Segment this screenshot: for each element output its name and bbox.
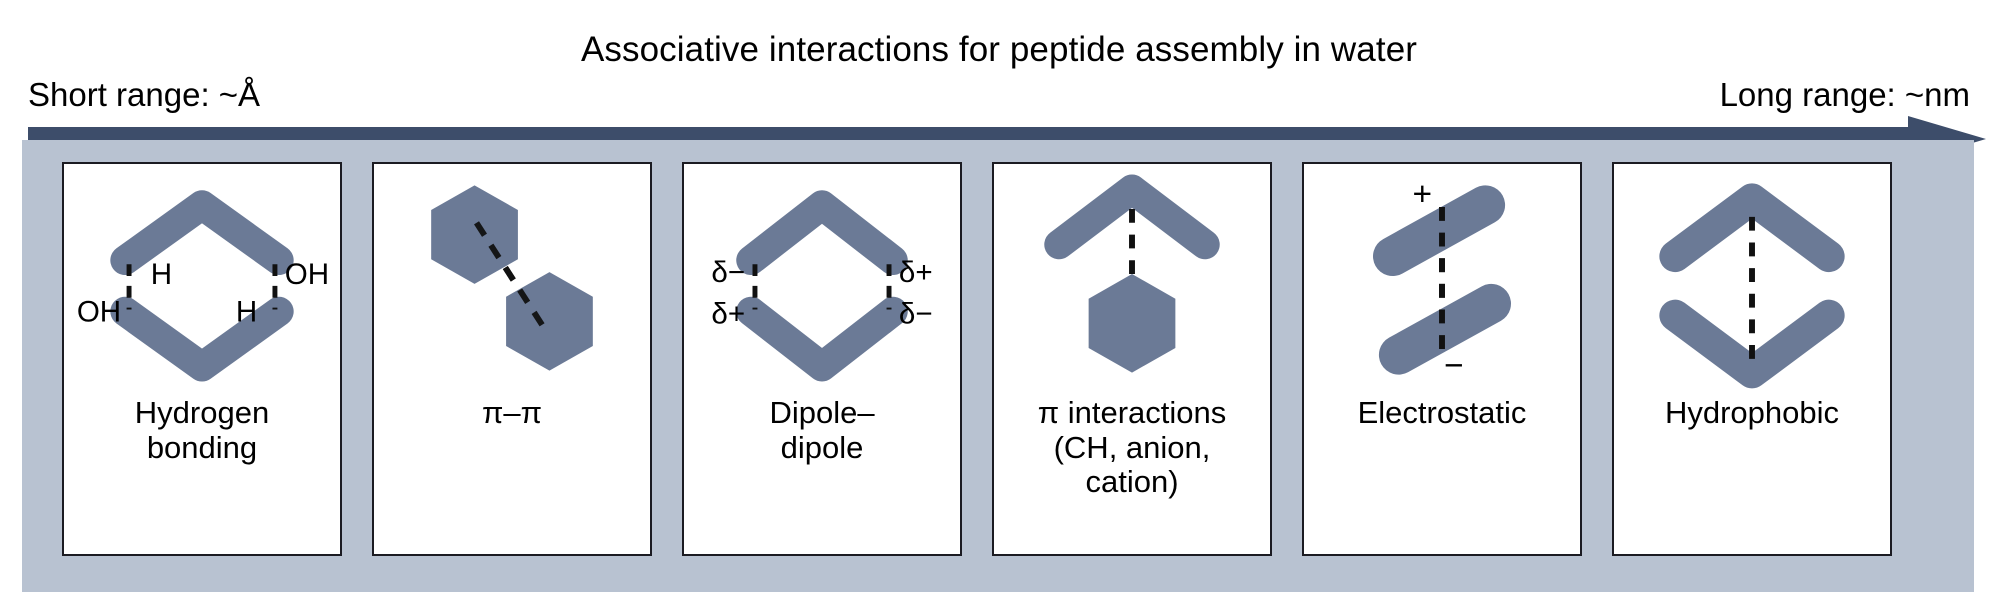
panel-label-pi-pi: π–π	[481, 395, 543, 430]
panel-label-pi-interactions: π interactions (CH, anion, cation)	[1037, 395, 1227, 500]
electrostatic-charge-positive: +	[1412, 176, 1432, 213]
panel-label-dipole-dipole: Dipole– dipole	[769, 395, 875, 465]
chevron-hexagon-icon	[994, 164, 1270, 392]
figure-title: Associative interactions for peptide ass…	[580, 30, 1418, 69]
two-offset-hexagons-icon	[374, 164, 650, 392]
dipole-label-left-bottom: δ+	[711, 297, 745, 330]
panel-label-hydrogen-bonding: Hydrogen bonding	[134, 395, 270, 465]
electrostatic-charge-negative: −	[1444, 348, 1464, 385]
panel-pi-interactions[interactable]: π interactions (CH, anion, cation)	[992, 162, 1272, 556]
two-chevrons-hbond-icon: H OH OH H	[64, 164, 340, 392]
panel-electrostatic[interactable]: + − Electrostatic	[1302, 162, 1582, 556]
dipole-label-right-top: δ+	[899, 256, 933, 289]
hbond-label-left-bottom: OH	[77, 295, 121, 328]
panel-row: H OH OH H Hydrogen bonding	[22, 140, 1974, 592]
hbond-label-left-top: H	[151, 258, 172, 291]
panel-label-electrostatic: Electrostatic	[1357, 395, 1527, 430]
dipole-label-right-bottom: δ−	[899, 297, 933, 330]
panel-dipole-dipole[interactable]: δ− δ+ δ+ δ− Dipole– dipole	[682, 162, 962, 556]
hbond-label-right-bottom: H	[236, 295, 257, 328]
two-charged-rods-icon: + −	[1304, 164, 1580, 392]
panel-hydrophobic[interactable]: Hydrophobic	[1612, 162, 1892, 556]
short-range-label: Short range: ~Å	[28, 76, 261, 113]
hbond-label-right-top: OH	[285, 258, 329, 291]
two-facing-chevrons-icon	[1614, 164, 1890, 392]
panel-label-hydrophobic: Hydrophobic	[1664, 395, 1840, 430]
panel-pi-pi[interactable]: π–π	[372, 162, 652, 556]
dipole-label-left-top: δ−	[711, 256, 745, 289]
long-range-label: Long range: ~nm	[1719, 76, 1970, 113]
panel-hydrogen-bonding[interactable]: H OH OH H Hydrogen bonding	[62, 162, 342, 556]
two-chevrons-dipole-icon: δ− δ+ δ+ δ−	[684, 164, 960, 392]
